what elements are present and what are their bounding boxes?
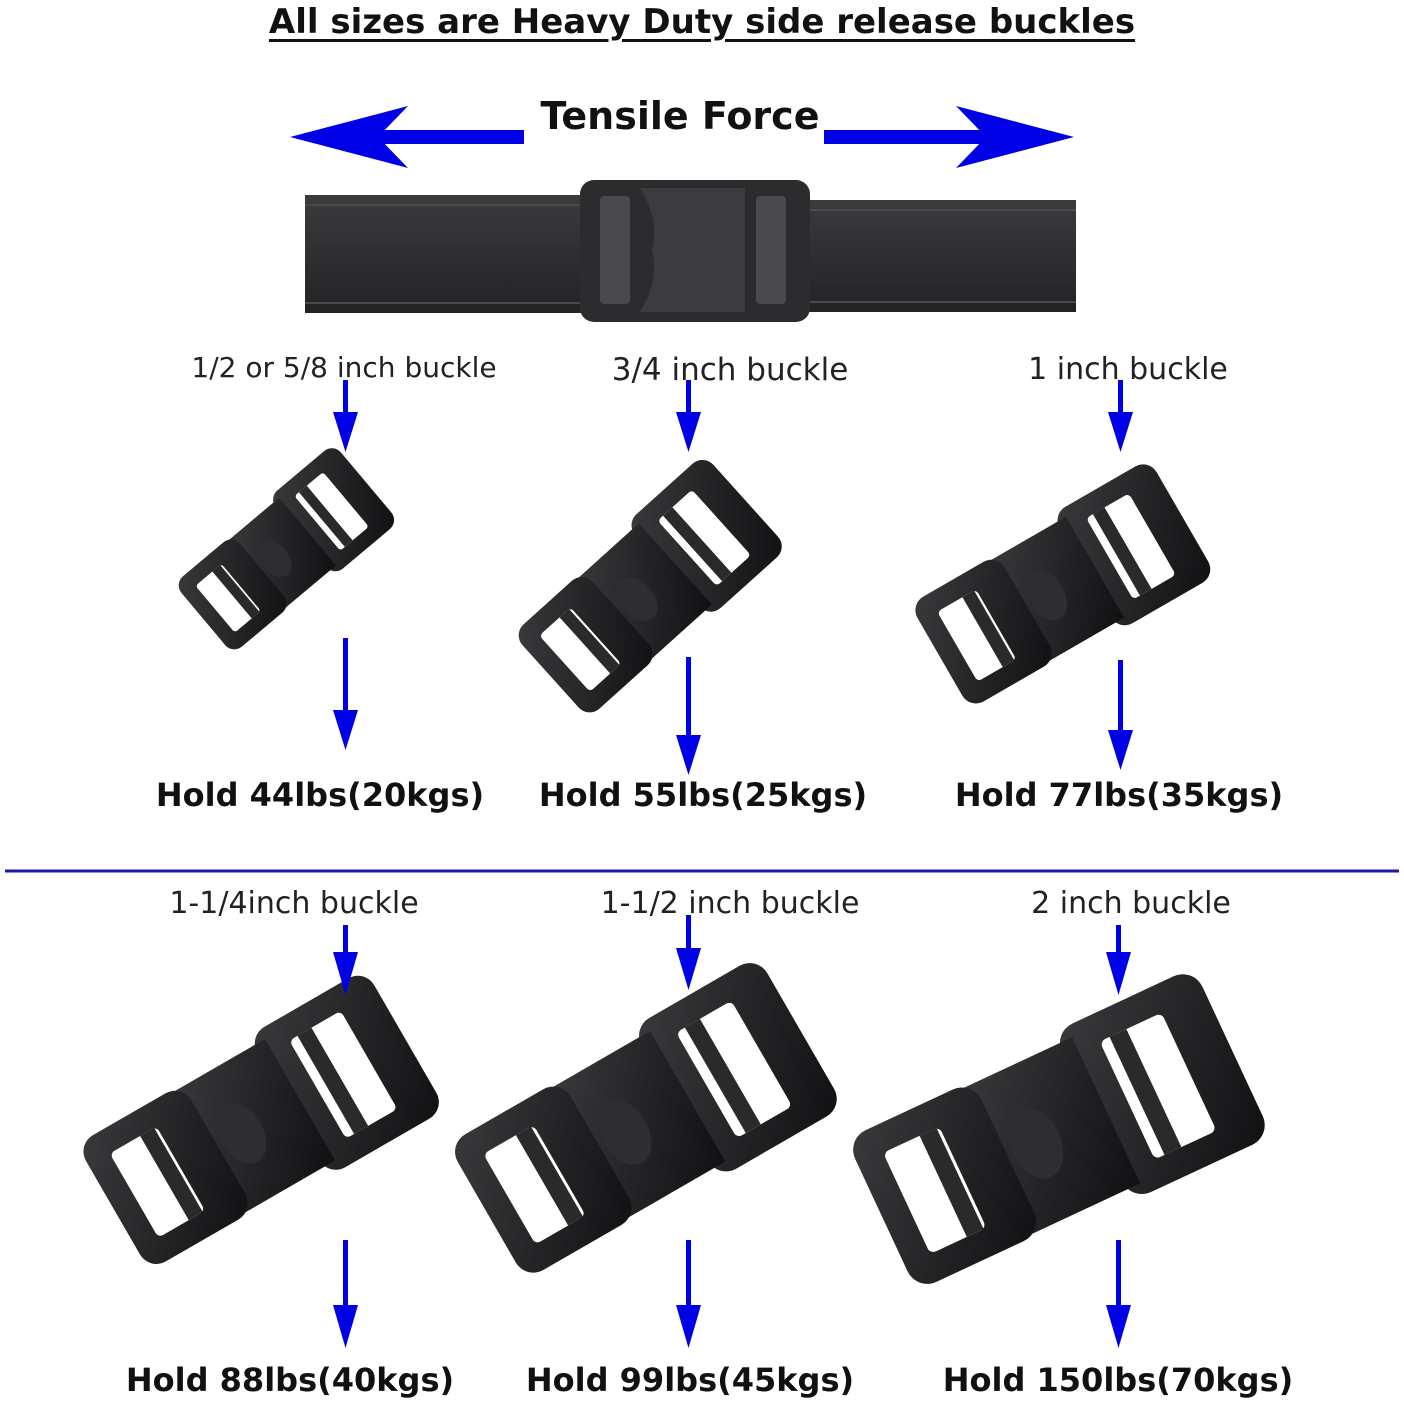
buckle-hold-label: Hold 88lbs(40kgs) <box>125 1361 455 1399</box>
buckle-size-label: 1-1/2 inch buckle <box>600 886 860 921</box>
arrow-down-icon <box>333 925 358 1348</box>
buckle-image-2 <box>508 453 788 724</box>
buckle-size-label: 1 inch buckle <box>1028 352 1228 387</box>
buckle-hold-label: Hold 150lbs(70kgs) <box>942 1361 1294 1399</box>
tensile-arrow-left <box>290 106 524 168</box>
arrow-down-icon <box>676 380 701 775</box>
page-title: All sizes are Heavy Duty side release bu… <box>268 2 1136 42</box>
buckle-size-label: 1/2 or 5/8 inch buckle <box>191 351 497 384</box>
buckle-image-1 <box>170 443 399 659</box>
arrow-down-icon <box>1108 380 1133 770</box>
arrow-down-icon <box>676 915 701 1348</box>
arrow-down-icon <box>1106 925 1131 1348</box>
buckle-size-label: 1-1/4inch buckle <box>169 886 419 921</box>
strap-with-buckle <box>305 180 1076 322</box>
buckle-hold-label: Hold 55lbs(25kgs) <box>538 776 868 814</box>
tensile-arrow-right <box>824 106 1074 168</box>
buckle-image-5 <box>443 955 845 1288</box>
buckle-image-3 <box>906 458 1216 715</box>
tensile-force-label: Tensile Force <box>540 94 820 138</box>
buckle-image-6 <box>842 967 1272 1300</box>
buckle-hold-label: Hold 99lbs(45kgs) <box>525 1361 855 1399</box>
buckle-hold-label: Hold 77lbs(35kgs) <box>954 776 1284 814</box>
arrow-down-icon <box>333 380 358 750</box>
buckle-size-label: 2 inch buckle <box>1031 886 1231 921</box>
buckle-image-4 <box>72 968 446 1278</box>
buckle-hold-label: Hold 44lbs(20kgs) <box>155 776 485 814</box>
buckle-size-label: 3/4 inch buckle <box>611 352 849 388</box>
